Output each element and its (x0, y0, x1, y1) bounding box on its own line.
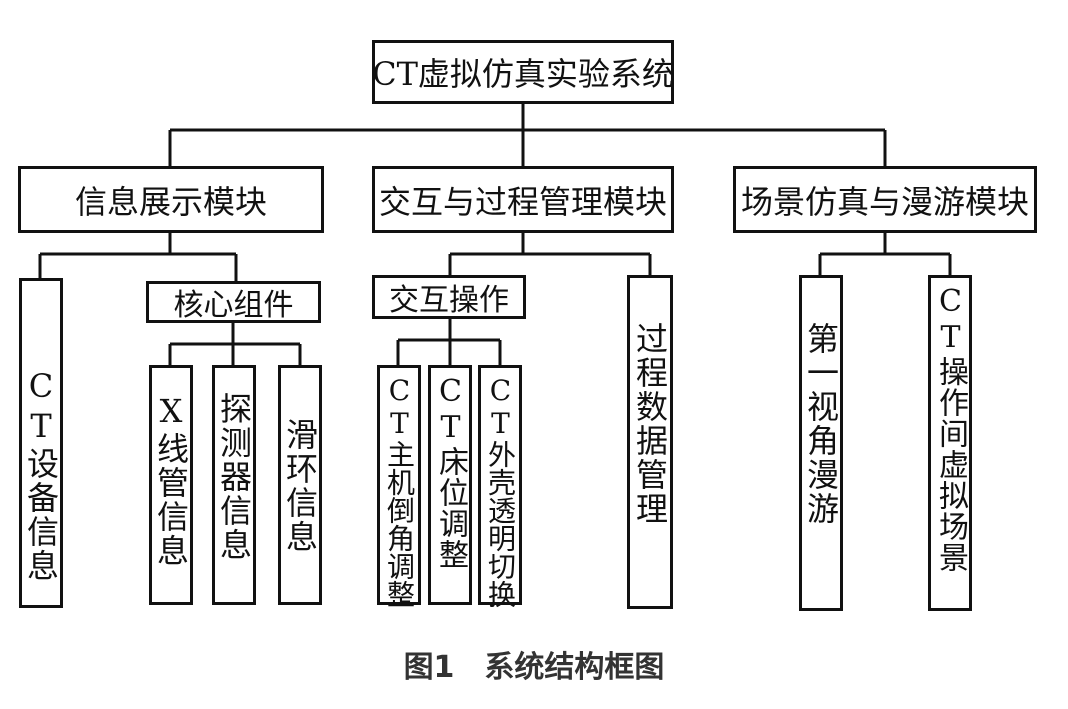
interaction-ops-box: 交互操作 (372, 275, 526, 319)
core-components-box: 核心组件 (146, 281, 321, 323)
bed-position-label: CT床位调整 (433, 374, 468, 570)
module-scene-label: 场景仿真与漫游模块 (740, 182, 1029, 221)
detector-info-label: 探测器信息 (215, 392, 253, 562)
gantry-tilt-label: CT主机倒角调整 (383, 374, 416, 608)
process-data-label: 过程数据管理 (631, 322, 669, 526)
slip-ring-info-box: 滑环信息 (278, 365, 322, 605)
detector-info-box: 探测器信息 (212, 365, 256, 605)
slip-ring-info-label: 滑环信息 (281, 418, 319, 554)
shell-transparency-label: CT外壳透明切换 (484, 374, 517, 608)
shell-transparency-box: CT外壳透明切换 (478, 365, 522, 608)
first-person-label: 第一视角漫游 (802, 322, 840, 526)
first-person-box: 第一视角漫游 (799, 275, 843, 611)
ct-device-info-label: CT设备信息 (22, 367, 60, 583)
root-box: CT虚拟仿真实验系统 (372, 40, 674, 104)
xray-tube-info-box: X线管信息 (149, 365, 193, 605)
bed-position-box: CT床位调整 (428, 365, 472, 605)
module-interaction-label: 交互与过程管理模块 (378, 182, 667, 221)
module-scene-box: 场景仿真与漫游模块 (733, 166, 1037, 233)
xray-tube-info-label: X线管信息 (152, 392, 190, 568)
figure-caption: 图1 系统结构框图 (403, 650, 665, 685)
process-data-box: 过程数据管理 (627, 275, 673, 609)
ct-device-info-box: CT设备信息 (19, 278, 63, 608)
interaction-ops-label: 交互操作 (389, 283, 509, 318)
root-label: CT虚拟仿真实验系统 (372, 55, 674, 93)
gantry-tilt-box: CT主机倒角调整 (377, 365, 421, 608)
module-interaction-box: 交互与过程管理模块 (372, 166, 674, 233)
virtual-room-label: CT操作间虚拟场景 (933, 284, 968, 573)
virtual-room-box: CT操作间虚拟场景 (928, 275, 972, 611)
module-info-label: 信息展示模块 (74, 182, 267, 221)
core-components-label: 核心组件 (173, 288, 294, 323)
module-info-box: 信息展示模块 (18, 166, 324, 233)
